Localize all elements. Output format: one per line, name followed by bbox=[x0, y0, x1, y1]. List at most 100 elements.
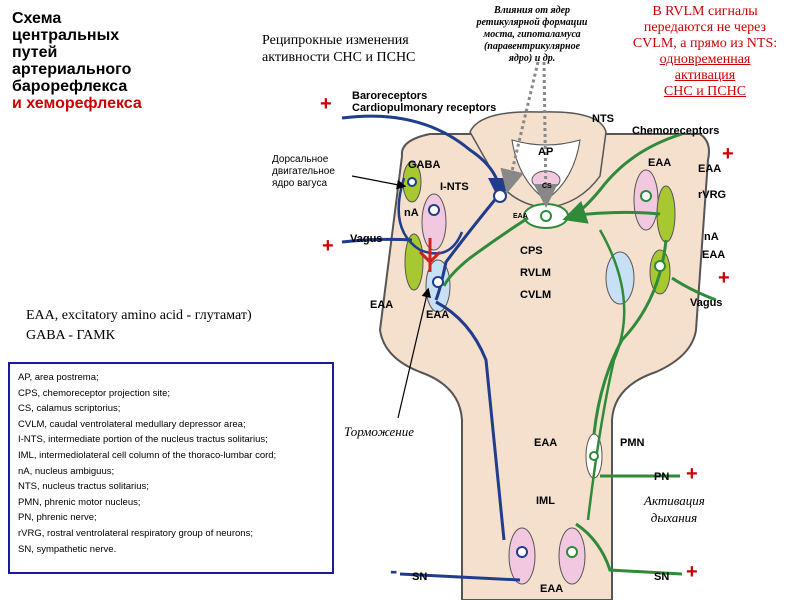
neuron-cps bbox=[540, 210, 552, 222]
title-line: артериального bbox=[12, 61, 132, 78]
respiration-activation-label: Активация дыхания bbox=[644, 492, 705, 526]
label-na-left: nA bbox=[404, 207, 419, 219]
rvlm-note-line: активация bbox=[674, 68, 736, 83]
neuron-na-right bbox=[654, 260, 666, 272]
green-to-rvrg bbox=[567, 210, 661, 218]
dorsal-vagus-note: Дорсальное двигательное ядро вагуса bbox=[272, 154, 362, 190]
plus-sign-chemoreceptors: + bbox=[722, 143, 734, 165]
influence-line: ретикулярной формации bbox=[476, 17, 588, 28]
influence-note: Влияния от ядер ретикулярной формации мо… bbox=[466, 5, 598, 65]
dorsal-pointer-arrow bbox=[351, 175, 407, 190]
gaba-definition: GABA - ГАМК bbox=[26, 328, 116, 343]
green-to-sn bbox=[575, 522, 683, 576]
plus-sign-pn: + bbox=[686, 463, 698, 485]
abbreviation-legend: EAA, excitatory amino acid - глутамат) G… bbox=[26, 306, 252, 346]
label-chemoreceptors: Chemoreceptors bbox=[632, 125, 719, 137]
glossary-item: PN, phrenic nerve; bbox=[18, 512, 97, 524]
rvlm-note-line: одновременная bbox=[659, 52, 751, 67]
rvlm-note-line: В RVLM сигналы bbox=[652, 4, 758, 19]
glossary-item: IML, intermediolateral cell column of th… bbox=[18, 449, 277, 461]
label-eaa-left-bottom: EAA bbox=[370, 299, 393, 311]
dorsal-line: ядро вагуса bbox=[272, 178, 328, 189]
minus-sign-sn-left: - bbox=[390, 558, 397, 583]
label-baroreceptors: Baroreceptors bbox=[352, 90, 427, 102]
rvlm-note-line: СНС и ПСНС bbox=[663, 84, 747, 99]
label-rvlm: RVLM bbox=[520, 267, 551, 279]
glossary-item: I-NTS, intermediate portion of the nucle… bbox=[18, 434, 268, 446]
neuron-iml-right bbox=[566, 546, 578, 558]
label-ap: AP bbox=[538, 146, 553, 158]
plus-sign-baroreceptors: + bbox=[320, 93, 332, 115]
glossary-item: nA, nucleus ambiguus; bbox=[18, 465, 115, 477]
label-eaa-bottom: EAA bbox=[540, 583, 563, 595]
influence-line: (паравентрикулярное bbox=[483, 41, 581, 52]
influence-line: моста, гипоталамуса bbox=[483, 29, 581, 40]
inhibition-label: Торможение bbox=[344, 424, 414, 439]
chemoreceptor-pathway bbox=[562, 132, 683, 224]
vagus-left-pathway bbox=[341, 237, 413, 244]
reciprocal-line: активности СНС и ПСНС bbox=[262, 50, 416, 65]
inhibition-pointer-arrow bbox=[397, 287, 432, 419]
label-sn-left: SN bbox=[412, 571, 427, 583]
blue-iml-to-sn bbox=[399, 572, 521, 582]
glossary-box: AP, area postrema; CPS, chemoreceptor pr… bbox=[8, 362, 334, 574]
label-cs: CS bbox=[542, 183, 552, 190]
rvlm-note-line: CVLM, а прямо из NTS: bbox=[632, 36, 778, 51]
plus-sign-vagus: + bbox=[322, 235, 334, 257]
glossary-item: PMN, phrenic motor nucleus; bbox=[18, 496, 141, 508]
label-vagus-left: Vagus bbox=[350, 233, 382, 245]
nts-to-cvlm-pathway bbox=[434, 195, 500, 301]
label-iml: IML bbox=[536, 495, 555, 507]
label-eaa-mid-bottom: EAA bbox=[426, 309, 449, 321]
neuron-nts bbox=[493, 189, 507, 203]
blue-descending-left bbox=[435, 300, 506, 541]
glossary-item: CVLM, caudal ventrolateral medullary dep… bbox=[18, 418, 246, 430]
title-line: барорефлекса bbox=[12, 78, 128, 95]
label-eaa-right-mid: EAA bbox=[702, 249, 725, 261]
reciprocal-line: Реципрокные изменения bbox=[262, 33, 409, 48]
plus-sign-sn-right: + bbox=[686, 561, 698, 583]
label-pn: PN bbox=[654, 471, 669, 483]
neuron-i-nts bbox=[428, 204, 440, 216]
green-vagus-right bbox=[671, 276, 717, 302]
green-cps-to-rvlm bbox=[442, 216, 529, 287]
neuron-eaa-right bbox=[640, 190, 652, 202]
rvlm-note-line: передаются не через bbox=[643, 20, 767, 35]
inhibitory-neuron bbox=[418, 238, 442, 272]
neuron-pmn bbox=[589, 451, 599, 461]
label-sn-right: SN bbox=[654, 571, 669, 583]
label-cvlm: CVLM bbox=[520, 289, 551, 301]
glossary-item: NTS, nucleus tractus solitarius; bbox=[18, 481, 149, 493]
label-eaa-right-top2: EAA bbox=[698, 163, 721, 175]
reciprocal-note: Реципрокные изменения активности СНС и П… bbox=[262, 32, 415, 66]
dorsal-line: двигательное bbox=[272, 166, 335, 177]
eaa-definition: EAA, excitatory amino acid - глутамат) bbox=[26, 308, 252, 323]
label-na-right: nA bbox=[704, 231, 719, 243]
label-i-nts: I-NTS bbox=[440, 181, 469, 193]
brainstem-body bbox=[378, 133, 710, 600]
label-eaa-center: EAA bbox=[513, 213, 528, 220]
activation-line: Активация bbox=[644, 493, 705, 508]
glossary-item: rVRG, rostral ventrolateral respiratory … bbox=[18, 527, 253, 539]
title-line: центральных bbox=[12, 27, 120, 44]
neuron-rvlm bbox=[432, 276, 444, 288]
title-line: путей bbox=[12, 44, 58, 61]
diagram-title: Схема центральных путей артериального ба… bbox=[12, 10, 172, 112]
na-left-nucleus bbox=[404, 233, 424, 291]
influence-line: Влияния от ядер bbox=[493, 5, 571, 16]
label-pmn: PMN bbox=[620, 437, 645, 449]
influence-arrow-right bbox=[533, 61, 558, 208]
glossary-item: CPS, chemoreceptor projection site; bbox=[18, 387, 171, 399]
dorsal-line: Дорсальное bbox=[272, 154, 329, 165]
label-eaa-pmn: EAA bbox=[534, 437, 557, 449]
glossary-item: SN, sympathetic nerve. bbox=[18, 543, 117, 555]
label-eaa-right-top: EAA bbox=[648, 157, 671, 169]
label-rvrg: rVRG bbox=[698, 189, 726, 201]
neuron-gaba bbox=[407, 177, 417, 187]
i-nts-nucleus bbox=[421, 193, 447, 251]
blue-loop-gaba bbox=[397, 177, 464, 255]
label-vagus-right: Vagus bbox=[690, 297, 722, 309]
rvlm-note: В RVLM сигналы передаются не через CVLM,… bbox=[612, 4, 798, 100]
neuron-iml-left bbox=[516, 546, 528, 558]
